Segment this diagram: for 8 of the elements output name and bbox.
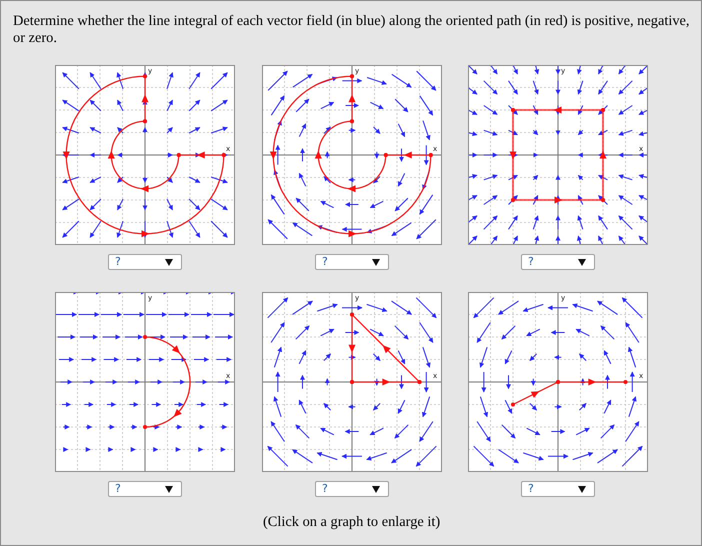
answer-dropdown: ? [108,481,182,497]
answer-dropdown: ? [108,254,182,270]
answer-dropdown: ? [521,481,595,497]
answer-dropdown: ? [315,254,389,270]
caption-text: (Click on a graph to enlarge it) [263,514,440,531]
answer-dropdown: ? [521,254,595,270]
answer-dropdown: ? [315,481,389,497]
instruction-text: Determine whether the line integral of each vector field (in blue) along the oriented path (in red) is positive, negative, or zero. [13,13,691,47]
